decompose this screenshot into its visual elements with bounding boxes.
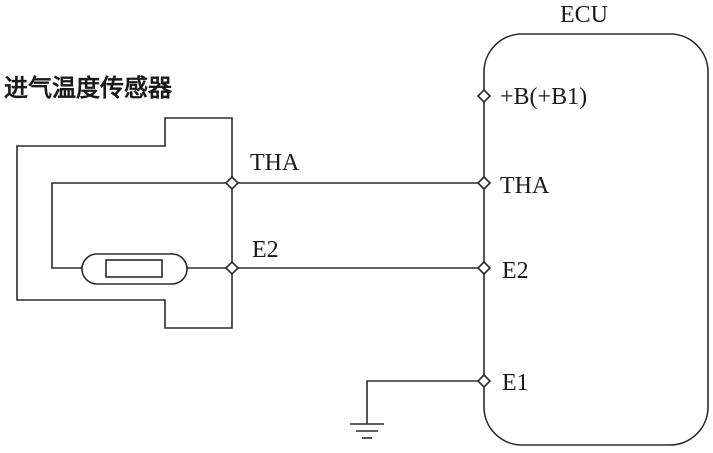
tha-wire-label: THA bbox=[250, 150, 300, 176]
e2-wire-label: E2 bbox=[252, 237, 279, 263]
ecu-e2-terminal bbox=[476, 260, 492, 276]
ecu-e1-terminal bbox=[476, 373, 492, 389]
thermistor-element bbox=[105, 259, 163, 278]
ecu-tha-terminal bbox=[476, 175, 492, 191]
ecu-title: ECU bbox=[560, 2, 608, 28]
ecu-pin-b: +B(+B1) bbox=[500, 84, 587, 110]
sensor-e2-terminal bbox=[224, 260, 240, 276]
ecu-pin-e2: E2 bbox=[502, 258, 529, 284]
ground-icon bbox=[350, 423, 384, 439]
ecu-box bbox=[483, 33, 709, 446]
sensor-inner-wire bbox=[51, 182, 232, 269]
sensor-tha-terminal bbox=[224, 175, 240, 191]
ecu-pin-e1: E1 bbox=[502, 370, 529, 396]
ecu-pin-tha: THA bbox=[500, 173, 550, 199]
sensor-title: 进气温度传感器 bbox=[4, 74, 173, 102]
ecu-b-terminal bbox=[476, 88, 492, 104]
sensor-housing bbox=[16, 117, 233, 329]
e1-ground-wire bbox=[366, 380, 478, 424]
